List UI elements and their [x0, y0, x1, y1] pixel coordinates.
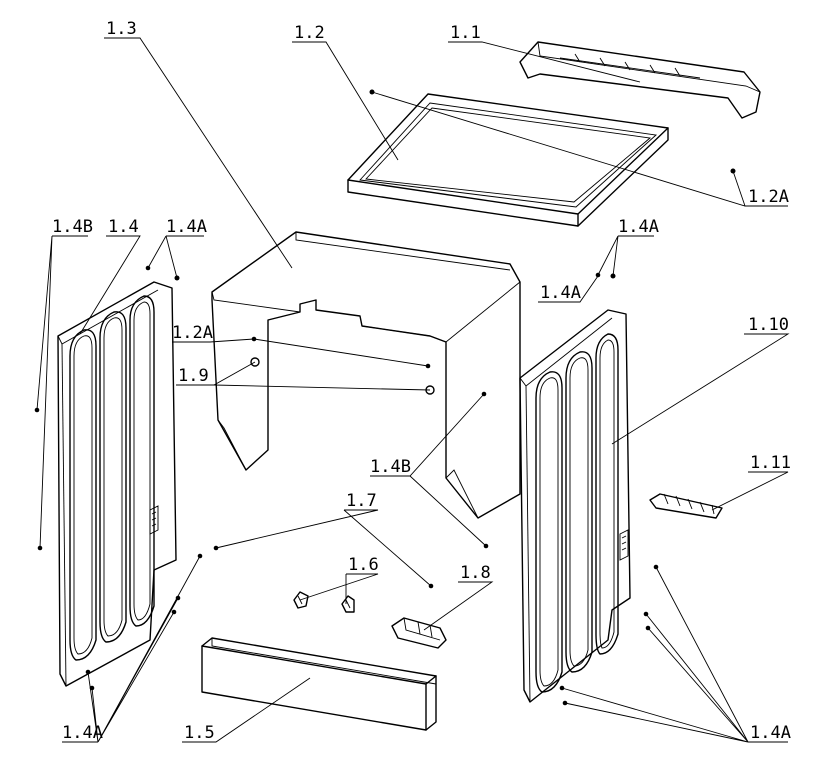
part-1-8-bracket [391, 617, 447, 649]
label-1-11: 1.11 [750, 453, 791, 473]
label-1-4b-center: 1.4B [370, 457, 411, 477]
label-1-4a-bottom-right: 1.4A [750, 723, 791, 743]
label-1-4a-bottom-left: 1.4A [62, 723, 103, 743]
part-1-1-rail [519, 41, 761, 119]
label-1-1: 1.1 [450, 23, 481, 43]
label-1-6: 1.6 [348, 555, 379, 575]
part-1-11-strip [649, 493, 723, 519]
part-1-6-clips [293, 591, 355, 613]
label-1-7: 1.7 [346, 491, 377, 511]
label-1-4a-mid-right: 1.4A [540, 283, 581, 303]
leader-lines [36, 37, 790, 743]
label-1-2: 1.2 [294, 23, 325, 43]
part-labels: 1.1 1.2 1.2A 1.3 1.4 1.4B 1.4A 1.4A 1.4A… [52, 19, 791, 743]
label-1-4b-left: 1.4B [52, 217, 93, 237]
label-1-8: 1.8 [460, 563, 491, 583]
part-1-2-frame [347, 93, 669, 227]
label-1-9: 1.9 [178, 366, 209, 386]
label-1-4a-upper-right: 1.4A [618, 217, 659, 237]
label-1-2a-top: 1.2A [748, 187, 789, 207]
label-1-4: 1.4 [108, 217, 139, 237]
label-1-2a-mid: 1.2A [172, 323, 213, 343]
part-1-5-kickplate [201, 637, 437, 731]
label-1-5: 1.5 [184, 723, 215, 743]
part-1-3-shell [211, 231, 521, 519]
label-1-4a-upper-left: 1.4A [166, 217, 207, 237]
fasteners [34, 89, 736, 706]
label-1-10: 1.10 [748, 315, 789, 335]
label-1-3: 1.3 [106, 19, 137, 39]
part-1-4-left-panel [57, 281, 177, 687]
part-1-10-right-panel [519, 309, 631, 703]
